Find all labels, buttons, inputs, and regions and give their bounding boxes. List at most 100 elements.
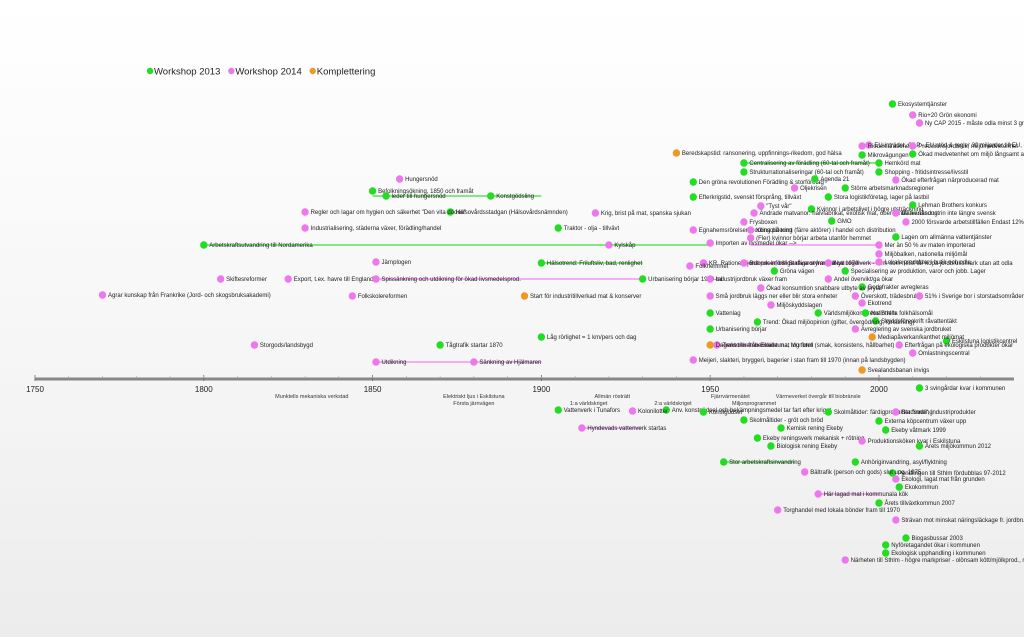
event-dot — [773, 506, 782, 514]
event-label: Skolmåltider - gröt och bröd — [749, 417, 823, 424]
event-label: Årets tillväxtkommun 2007 — [884, 500, 955, 507]
event-dot — [824, 193, 833, 201]
event-label: Närheten till Sthlm - högre markpriser -… — [851, 557, 1024, 564]
event-label: Godsfrakter avregleras — [868, 285, 929, 291]
event-label: Stora logistikföretag, lager på lastbil — [834, 194, 929, 201]
event-label: Industrialisering, städerna växer, föräd… — [311, 226, 442, 232]
x-tick-label: 1750 — [26, 385, 44, 394]
event-label: Meijeri, slakteri, bryggeri, bagerier i … — [699, 357, 906, 364]
x-tick-label: 1950 — [701, 385, 719, 394]
event-dot — [902, 534, 910, 542]
event-dot — [446, 208, 454, 216]
event-label: Efterfrågan på ekologiska produkter ökar — [905, 342, 1013, 349]
event-label: Egnahemsrörelsen - odling på tomt — [699, 227, 793, 234]
event-label: Konsolidering (färre aktörer) i handel o… — [756, 228, 895, 234]
event-dot — [841, 556, 849, 564]
event-label: leder till hungersnöd — [392, 194, 446, 200]
event-label: Svealandsbanan invigs — [868, 368, 930, 374]
event-label: Rio+20 Grön ekonomi — [918, 113, 977, 119]
event-label: Miljöbalken, nationella miljömål — [884, 251, 967, 258]
legend-label: Komplettering — [317, 67, 376, 78]
event-dot — [301, 208, 309, 216]
event-dot — [767, 442, 775, 450]
event-dot — [858, 142, 866, 150]
event-label: EU-inträdet, CAP - EU-stöd & regler 30 m… — [874, 143, 1024, 149]
event-label: Hyndevads vattenverk startas — [587, 426, 666, 432]
event-dot — [436, 341, 444, 349]
event-dot — [537, 259, 546, 267]
event-dot — [487, 192, 495, 200]
event-dot — [753, 318, 762, 326]
event-label: Traktor - olja - tillvävt — [564, 226, 620, 232]
event-dot — [824, 275, 833, 283]
event-label: Export, t.ex. havre till England — [294, 277, 374, 283]
event-label: Nytt regelverk - vem som helst får köpa … — [834, 260, 1013, 267]
event-dot — [706, 275, 714, 283]
event-dot — [372, 275, 380, 283]
event-dot — [98, 291, 107, 299]
event-dot — [875, 499, 883, 507]
event-label: KR. Rationellt jordbruk införs! Statliga… — [709, 261, 836, 267]
event-dot — [800, 468, 809, 476]
event-label: Konstgödsel — [709, 410, 742, 416]
event-label: (Fler) kvinnor börjar arbeta utanför hem… — [756, 236, 871, 242]
event-label: Kemisk rening Ekeby — [787, 426, 843, 432]
event-label: Anv. konstgödsel och bekämpningsmedel ta… — [672, 408, 832, 414]
event-dot — [686, 262, 694, 270]
event-label: Sänkning av Hjälmaren — [479, 360, 541, 366]
event-label: Lagen om allmänna vattentjänster — [901, 235, 991, 241]
event-dot — [902, 218, 910, 226]
event-label: Centralisering av förädling (60-tal och … — [749, 160, 869, 167]
x-tick-label: 1850 — [364, 385, 382, 394]
event-dot — [915, 119, 924, 127]
event-dot — [740, 416, 748, 424]
event-dot — [706, 292, 714, 300]
event-dot — [892, 209, 900, 217]
event-dot — [750, 209, 758, 217]
axis-marker-label: Elektriskt ljus i Eskilstuna — [443, 394, 505, 400]
event-label: Hemkörd mat — [884, 161, 920, 167]
event-label: Små jordbruk läggs ner eller blir stora … — [716, 293, 838, 300]
x-tick-label: 1800 — [195, 385, 213, 394]
event-label: Överskott, trädesbruk — [861, 293, 919, 300]
event-dot — [858, 283, 866, 291]
event-label: Storgods/landsbygd — [260, 343, 313, 349]
event-label: Mer än 50 % av maten importerad — [884, 243, 975, 249]
event-label: Frysboxen — [749, 220, 777, 226]
event-dot — [554, 224, 562, 232]
event-label: Start för industritillverkad mat & konse… — [530, 294, 641, 300]
event-label: Arbetskraftsutvandring till Nordamerika — [209, 243, 313, 249]
axis-marker-label: Munktells mekaniska verkstad — [275, 394, 348, 400]
event-label: Biologisk rening Ekeby — [776, 444, 837, 450]
event-label: Stadsodling — [901, 410, 932, 416]
event-label: Utdikning — [381, 360, 406, 366]
event-dot — [746, 226, 755, 234]
event-label: Större arbetsmarknadsregioner — [851, 186, 934, 192]
event-dot — [628, 407, 637, 415]
event-label: Hälsotrend: Friluftsliv, bad, renlighet — [547, 261, 643, 267]
event-dot — [537, 333, 546, 341]
event-dot — [368, 187, 377, 195]
event-label: Ökad konsumtion snabbare utbyte av pryla… — [766, 285, 882, 292]
axis-marker-label: Allmän rösträtt — [595, 394, 631, 400]
event-dot — [909, 142, 917, 150]
axis-marker-label: Första järnvägen — [453, 401, 494, 407]
event-label: Folkskolereformen — [358, 294, 407, 300]
axis-marker-label: 2:a världskriget — [654, 401, 692, 407]
event-dot — [882, 426, 890, 434]
event-dot — [372, 358, 380, 366]
event-dot — [814, 309, 822, 317]
event-label: Agenda 21 — [820, 177, 850, 183]
event-label: Mikrovägungen — [868, 153, 909, 159]
event-label: Skolmåltider: färdigprodukter "inne", in… — [834, 409, 976, 416]
event-dot — [740, 259, 748, 267]
event-label: Miljöskyddslagen — [776, 303, 822, 309]
axis-marker-label: Värmeverket övergår till biobränsle — [776, 393, 861, 400]
event-label: Här lagad mat i kommunala kök — [824, 492, 909, 498]
x-tick-label: 2000 — [870, 385, 888, 394]
event-dot — [888, 469, 897, 477]
event-label: Efterkrigstid, svenskt försprång, tillvä… — [699, 194, 802, 201]
legend-swatch — [309, 67, 316, 75]
event-label: Skyddsföreskrift råvattentäkt — [881, 318, 957, 325]
